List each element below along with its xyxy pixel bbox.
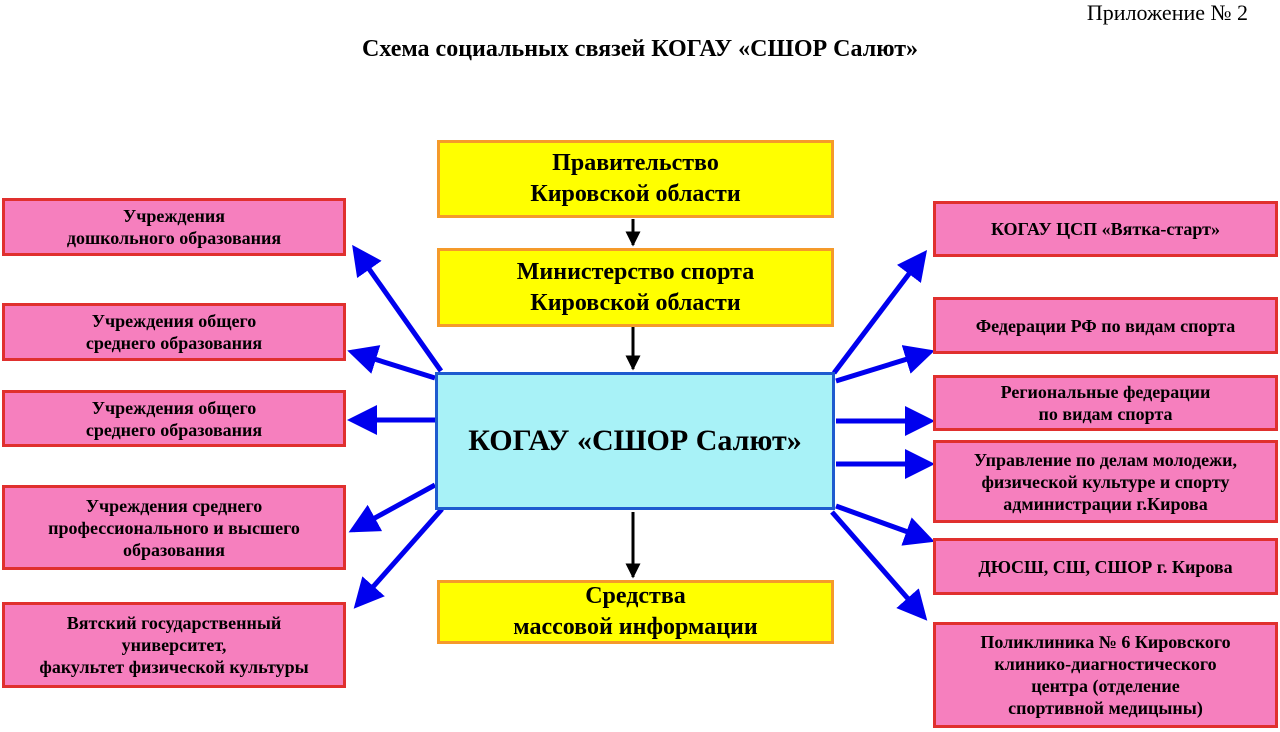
arrow-to-polyclinic — [830, 510, 928, 621]
arrow-to-sport-schools — [835, 503, 935, 546]
arrow-to-university — [353, 507, 444, 609]
left-box-general-secondary-1: Учреждения общего среднего образования — [2, 303, 346, 361]
right-box-polyclinic: Поликлиника № 6 Кировского клинико-диагн… — [933, 622, 1278, 728]
appendix-label: Приложение № 2 — [1086, 0, 1248, 25]
right-box-regional-federations: Региональные федерации по видам спорта — [933, 375, 1278, 431]
right-box-sport-schools: ДЮСШ, СШ, СШОР г. Кирова — [933, 538, 1278, 595]
arrow-to-preschool — [352, 244, 444, 373]
right-box-youth-department: Управление по делам молодежи, физической… — [933, 440, 1278, 523]
right-box-rf-federations: Федерации РФ по видам спорта — [933, 297, 1278, 354]
arrow-to-vocational — [348, 482, 437, 533]
center-organization-box: КОГАУ «СШОР Салют» — [435, 372, 835, 510]
left-box-preschool: Учреждения дошкольного образования — [2, 198, 346, 256]
arrow-to-vyatka-start — [832, 250, 928, 375]
ministry-box: Министерство спорта Кировской области — [437, 248, 834, 327]
left-box-vocational-higher: Учреждения среднего профессионального и … — [2, 485, 346, 570]
diagram-title: Схема социальных связей КОГАУ «СШОР Салю… — [361, 36, 919, 62]
right-box-vyatka-start: КОГАУ ЦСП «Вятка-старт» — [933, 201, 1278, 257]
left-box-university: Вятский государственный университет, фак… — [2, 602, 346, 688]
government-box: Правительство Кировской области — [437, 140, 834, 218]
left-box-general-secondary-2: Учреждения общего среднего образования — [2, 390, 346, 447]
media-box: Средства массовой информации — [437, 580, 834, 644]
arrow-to-general-secondary-1 — [347, 345, 436, 381]
arrow-to-rf-federations — [835, 345, 935, 384]
